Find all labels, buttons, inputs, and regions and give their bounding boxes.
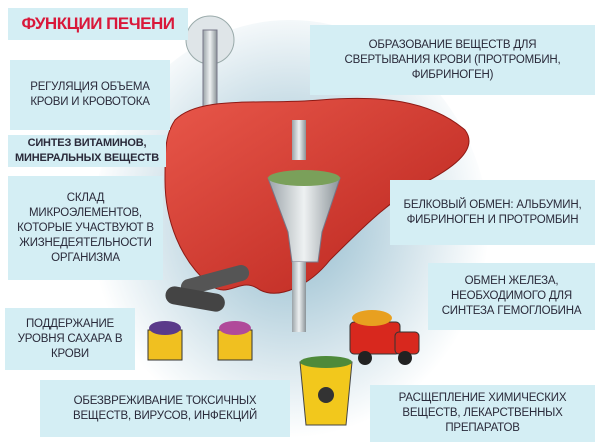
function-sugar: ПОДДЕРЖАНИЕ УРОВНЯ САХАРА В КРОВИ: [5, 308, 135, 370]
function-vitamins: СИНТЕЗ ВИТАМИНОВ, МИНЕРАЛЬНЫХ ВЕЩЕСТВ: [8, 135, 166, 167]
dropper: [292, 120, 306, 160]
inlet-pipe: [202, 29, 218, 111]
function-detox: ОБЕЗВРЕЖИВАНИЕ ТОКСИЧНЫХ ВЕЩЕСТВ, ВИРУСО…: [40, 380, 290, 437]
skull-icon: [318, 387, 334, 403]
function-microelements: СКЛАД МИКРОЭЛЕМЕНТОВ, КОТОРЫЕ УЧАСТВУЮТ …: [8, 176, 163, 280]
conveyor-belt: [180, 265, 250, 295]
function-protein: БЕЛКОВЫЙ ОБМЕН: АЛЬБУМИН, ФИБРИНОГЕН И П…: [390, 180, 595, 245]
outlet-pipe: [292, 262, 306, 332]
function-iron: ОБМЕН ЖЕЛЕЗА, НЕОБХОДИМОГО ДЛЯ СИНТЕЗА Г…: [428, 263, 595, 330]
page-title: ФУНКЦИИ ПЕЧЕНИ: [8, 8, 188, 40]
particles: [268, 170, 340, 186]
conveyor-belt-2: [165, 286, 225, 312]
function-coagulation: ОБРАЗОВАНИЕ ВЕЩЕСТВ ДЛЯ СВЕРТЫВАНИЯ КРОВ…: [310, 25, 595, 95]
truck: [349, 321, 401, 355]
function-blood-volume: РЕГУЛЯЦИЯ ОБЪЕМА КРОВИ И КРОВОТОКА: [10, 60, 170, 130]
function-chemicals: РАСЩЕПЛЕНИЕ ХИМИЧЕСКИХ ВЕЩЕСТВ, ЛЕКАРСТВ…: [370, 385, 595, 442]
